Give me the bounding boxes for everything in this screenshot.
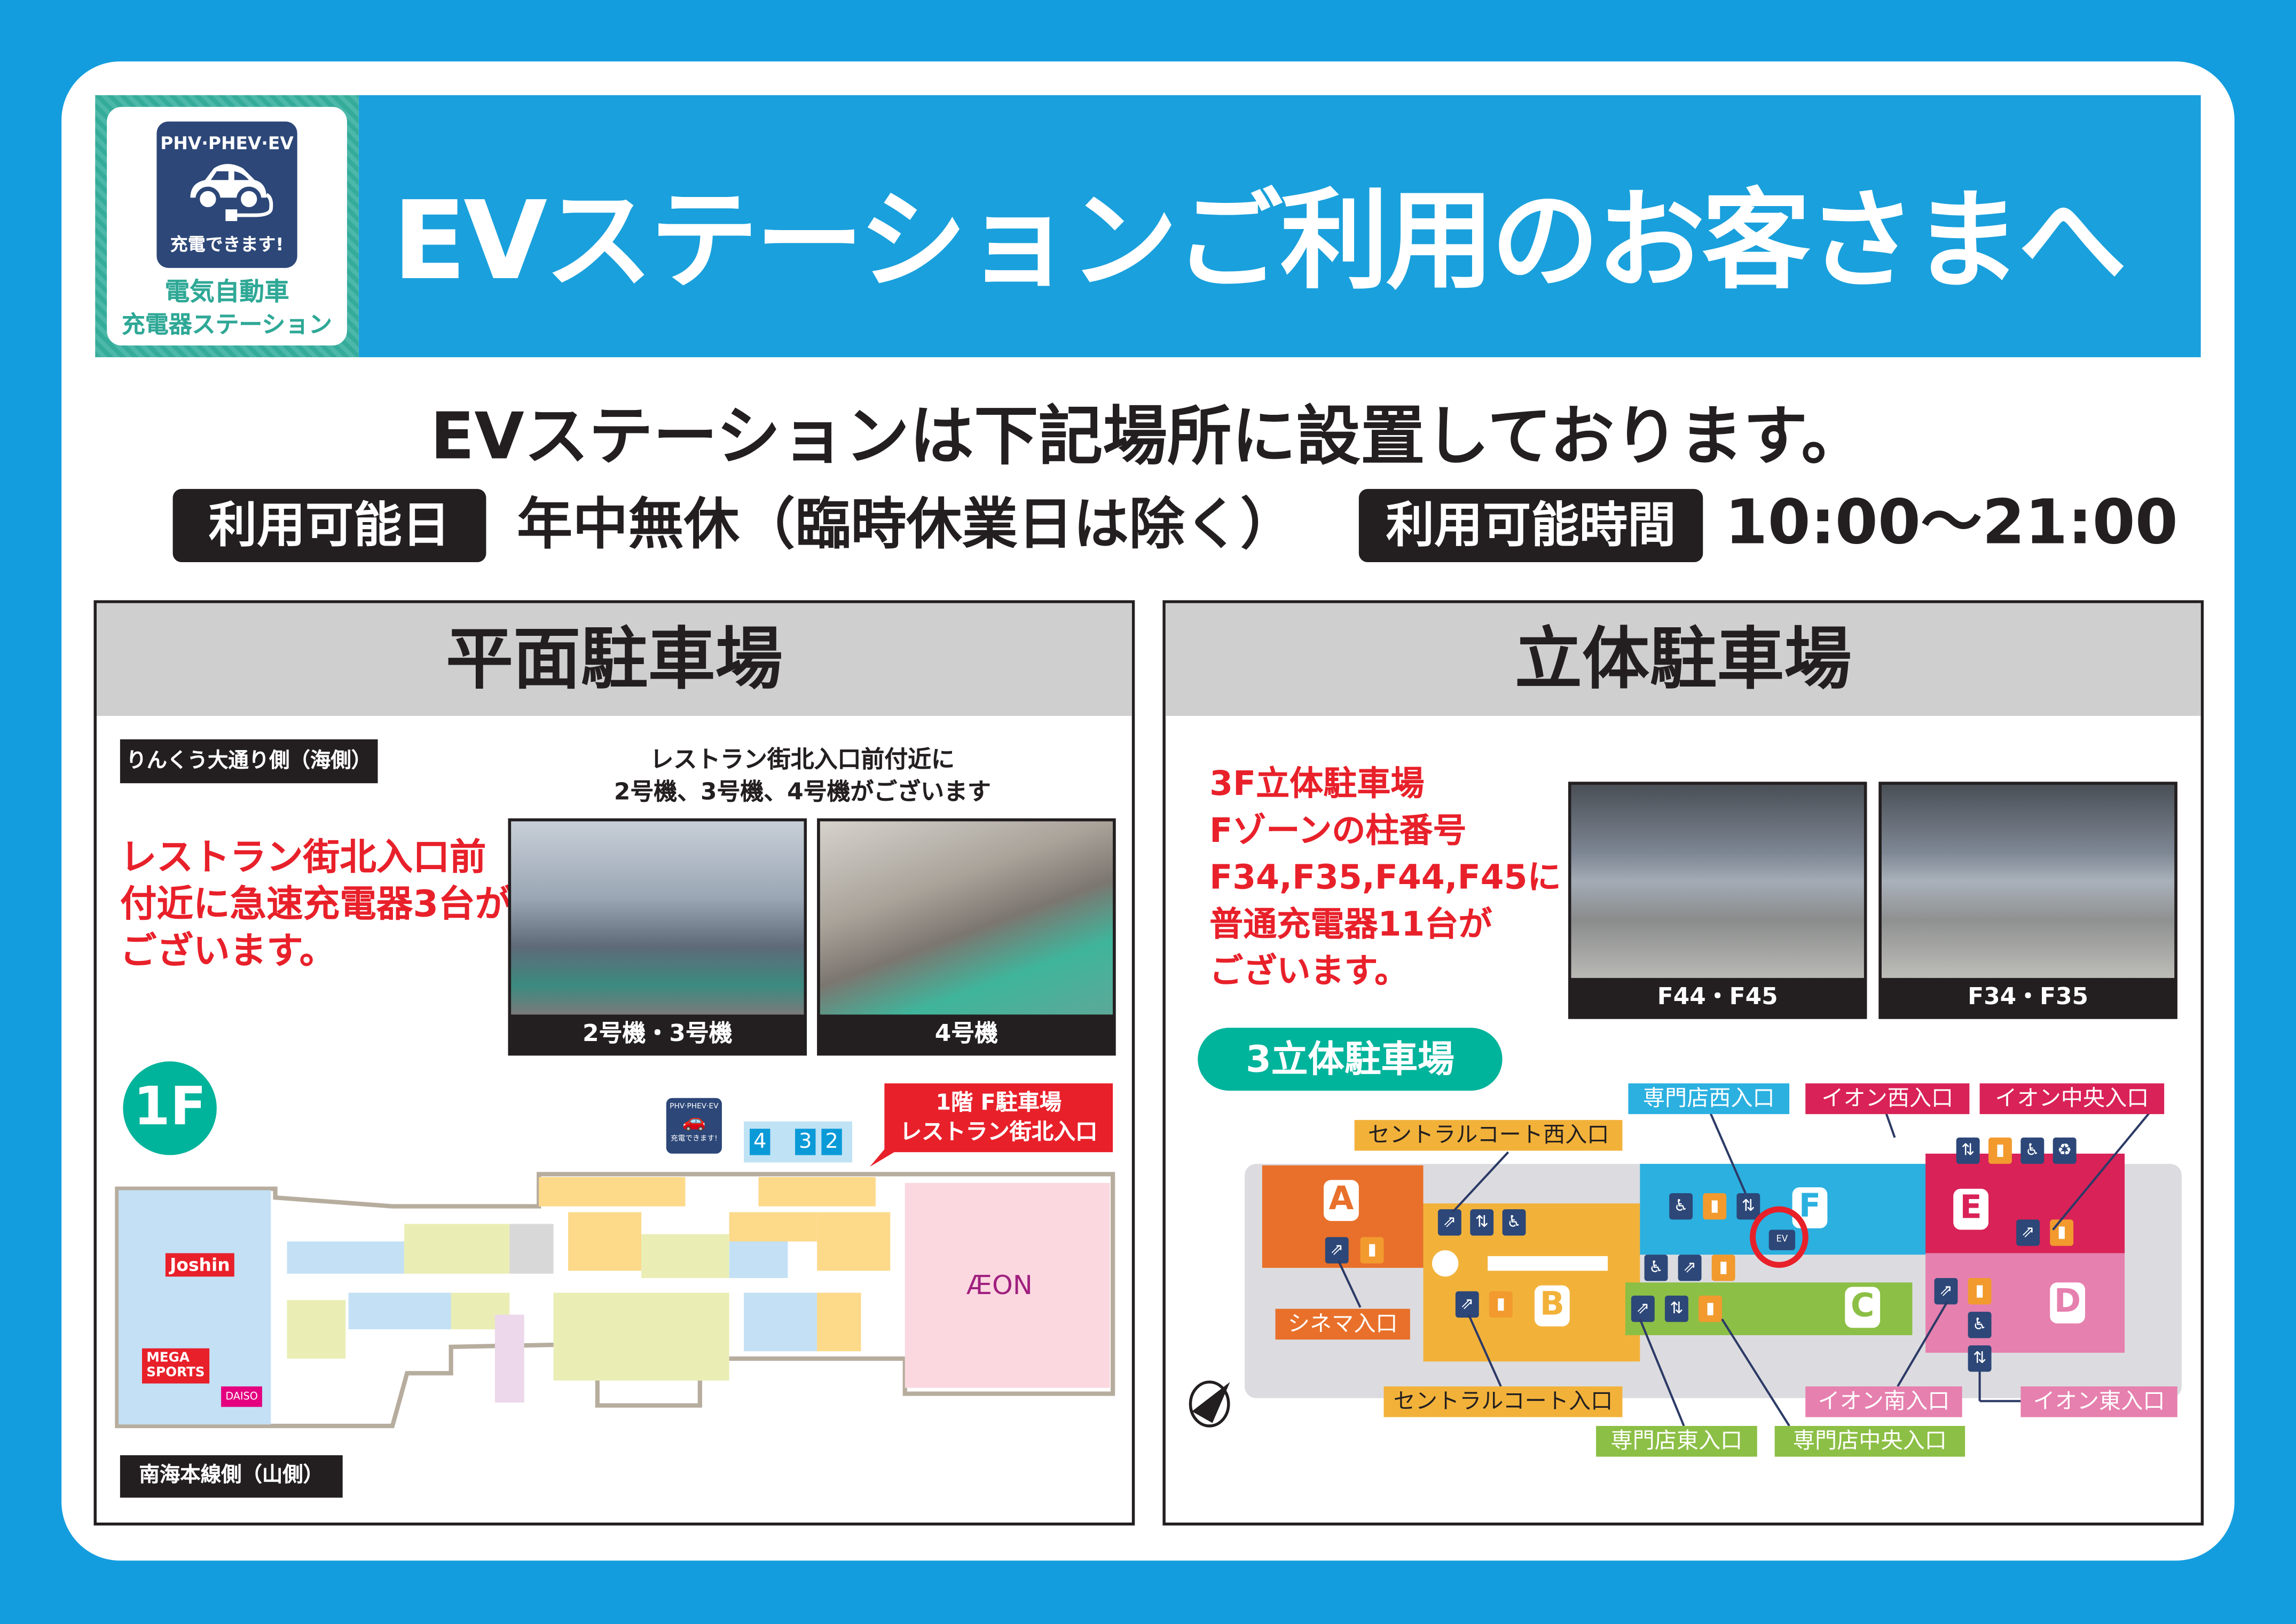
elevator-icon: ⇅ [1956, 1137, 1980, 1164]
charger-3: 3 [795, 1129, 816, 1155]
ev-station-logo: PHV·PHEV·EV 充電できます! 電気自動車 充電器ステーション [95, 95, 359, 358]
escalator-icon: ⇗ [1934, 1278, 1958, 1305]
entrance-specialty-west: 専門店西入口 [1628, 1083, 1790, 1114]
aeon-logo: ÆON [966, 1271, 1033, 1302]
entrance-specialty-east: 専門店東入口 [1596, 1426, 1757, 1457]
photo-intro-line1: レストラン街北入口前付近に [650, 745, 955, 773]
available-days-value: 年中無休（臨時休業日は除く） [517, 492, 1296, 557]
mountain-side-label: 南海本線側（山側） [120, 1455, 343, 1498]
entrance-cinema: シネマ入口 [1275, 1308, 1410, 1340]
restroom-icon: ▮ [1360, 1237, 1384, 1264]
ev-location-highlight-circle [1750, 1206, 1809, 1268]
escalator-icon: ⇗ [1455, 1291, 1479, 1318]
multi-red-line1: 3F立体駐車場 [1209, 766, 1425, 804]
flat-red-line3: ございます。 [120, 929, 336, 972]
restroom-icon: ▮ [2050, 1219, 2074, 1246]
zone-d: D [1925, 1253, 2125, 1353]
floor-badge: 1F [123, 1061, 217, 1155]
multi-red-line2: Fゾーンの柱番号 [1209, 812, 1467, 851]
restroom-icon: ▮ [1711, 1255, 1735, 1281]
flat-red-line2: 付近に急速充電器3台が [120, 882, 512, 926]
multi-red-line3: F34,F35,F44,F45に [1209, 859, 1561, 898]
photo-charger-2-3: 2号機・3号機 [508, 818, 807, 1056]
flat-red-line1: レストラン街北入口前 [120, 835, 486, 879]
entrance-aeon-center: イオン中央入口 [1979, 1083, 2165, 1114]
multi-red-line4: 普通充電器11台が [1209, 906, 1492, 944]
photo-charger-4: 4号機 [817, 818, 1116, 1056]
joshin-logo: Joshin [165, 1253, 234, 1277]
page-title: EVステーションご利用のお客さまへ [392, 178, 2127, 305]
multi-red-line5: ございます。 [1209, 953, 1409, 991]
restroom-icon: ▮ [1968, 1278, 1992, 1305]
entrance-central-court: セントラルコート入口 [1383, 1386, 1623, 1417]
logo-text-line2: 充電器ステーション [122, 310, 333, 338]
accessible-parking-icon: ♿ [2020, 1137, 2045, 1164]
stairs-icon: ⇗ [1631, 1295, 1655, 1322]
escalator-icon: ⇗ [1678, 1255, 1702, 1281]
subtitle: EVステーションは下記場所に設置しております。 [430, 399, 1866, 475]
accessible-parking-icon: ♿ [1502, 1209, 1526, 1236]
floor-map-1f [115, 1172, 1115, 1429]
logo-text-line1: 電気自動車 [164, 278, 289, 308]
restroom-icon: ▮ [1489, 1291, 1513, 1318]
entrance-central-court-west: セントラルコート西入口 [1354, 1120, 1623, 1151]
restroom-icon: ▮ [1988, 1137, 2012, 1164]
accessible-parking-icon: ♿ [1669, 1193, 1693, 1220]
entrance-aeon-east: イオン東入口 [2020, 1386, 2177, 1417]
charger-2: 2 [821, 1129, 842, 1155]
elevator-icon: ⇅ [1968, 1345, 1992, 1372]
mega-sports-logo: MEGA SPORTS [142, 1348, 209, 1384]
available-days-label: 利用可能日 [172, 488, 486, 563]
callout-pointer [869, 1149, 899, 1167]
zone-e: E [1925, 1153, 2125, 1254]
available-hours-label: 利用可能時間 [1358, 488, 1703, 563]
photo-intro-line2: 2号機、3号機、4号機がございます [614, 777, 991, 806]
restroom-icon: ▮ [1703, 1193, 1727, 1220]
recycle-icon: ♻ [2053, 1137, 2077, 1164]
stairs-icon: ⇗ [1437, 1209, 1461, 1236]
flat-parking-title: 平面駐車場 [96, 603, 1132, 716]
entrance-aeon-west: イオン西入口 [1805, 1083, 1970, 1114]
ev-charging-sign: PHV·PHEV·EV 充電できます! [156, 121, 297, 268]
daiso-logo: DAISO [221, 1386, 263, 1407]
map-ev-sign: PHV·PHEV·EV 🚗 充電できます! [666, 1098, 722, 1154]
accessible-parking-icon: ♿ [1968, 1312, 1992, 1338]
multi-level-parking-title: 立体駐車場 [1165, 603, 2201, 716]
entrance-specialty-center: 専門店中央入口 [1774, 1426, 1965, 1457]
escalator-icon: ⇗ [2016, 1219, 2040, 1246]
escalator-icon: ⇗ [1325, 1237, 1349, 1264]
compass-icon [1189, 1380, 1230, 1428]
elevator-icon: ⇅ [1736, 1193, 1760, 1220]
ev-car-plug-icon [190, 164, 273, 222]
elevator-icon: ⇅ [1470, 1209, 1494, 1236]
sea-side-label: りんくう大通り側（海側） [120, 739, 378, 784]
zone-c: C [1625, 1282, 1913, 1335]
elevator-icon: ⇅ [1664, 1295, 1688, 1322]
accessible-parking-icon: ♿ [1644, 1255, 1668, 1281]
entrance-aeon-south: イオン南入口 [1805, 1386, 1962, 1417]
charger-number-area: 4 3 2 [744, 1121, 853, 1163]
ev-car-icon: 🚗 [682, 1111, 706, 1133]
restroom-icon: ▮ [1699, 1295, 1722, 1322]
available-hours-value: 10:00〜21:00 [1725, 486, 2178, 558]
photo-f34-f35: F34・F35 [1878, 782, 2177, 1019]
location-callout: 1階 F駐車場 レストラン街北入口 [884, 1083, 1113, 1153]
charger-4: 4 [750, 1129, 770, 1155]
photo-f44-f45: F44・F45 [1568, 782, 1867, 1019]
header-bar [358, 95, 2201, 358]
map-title-3f: 3立体駐車場 [1198, 1028, 1503, 1091]
